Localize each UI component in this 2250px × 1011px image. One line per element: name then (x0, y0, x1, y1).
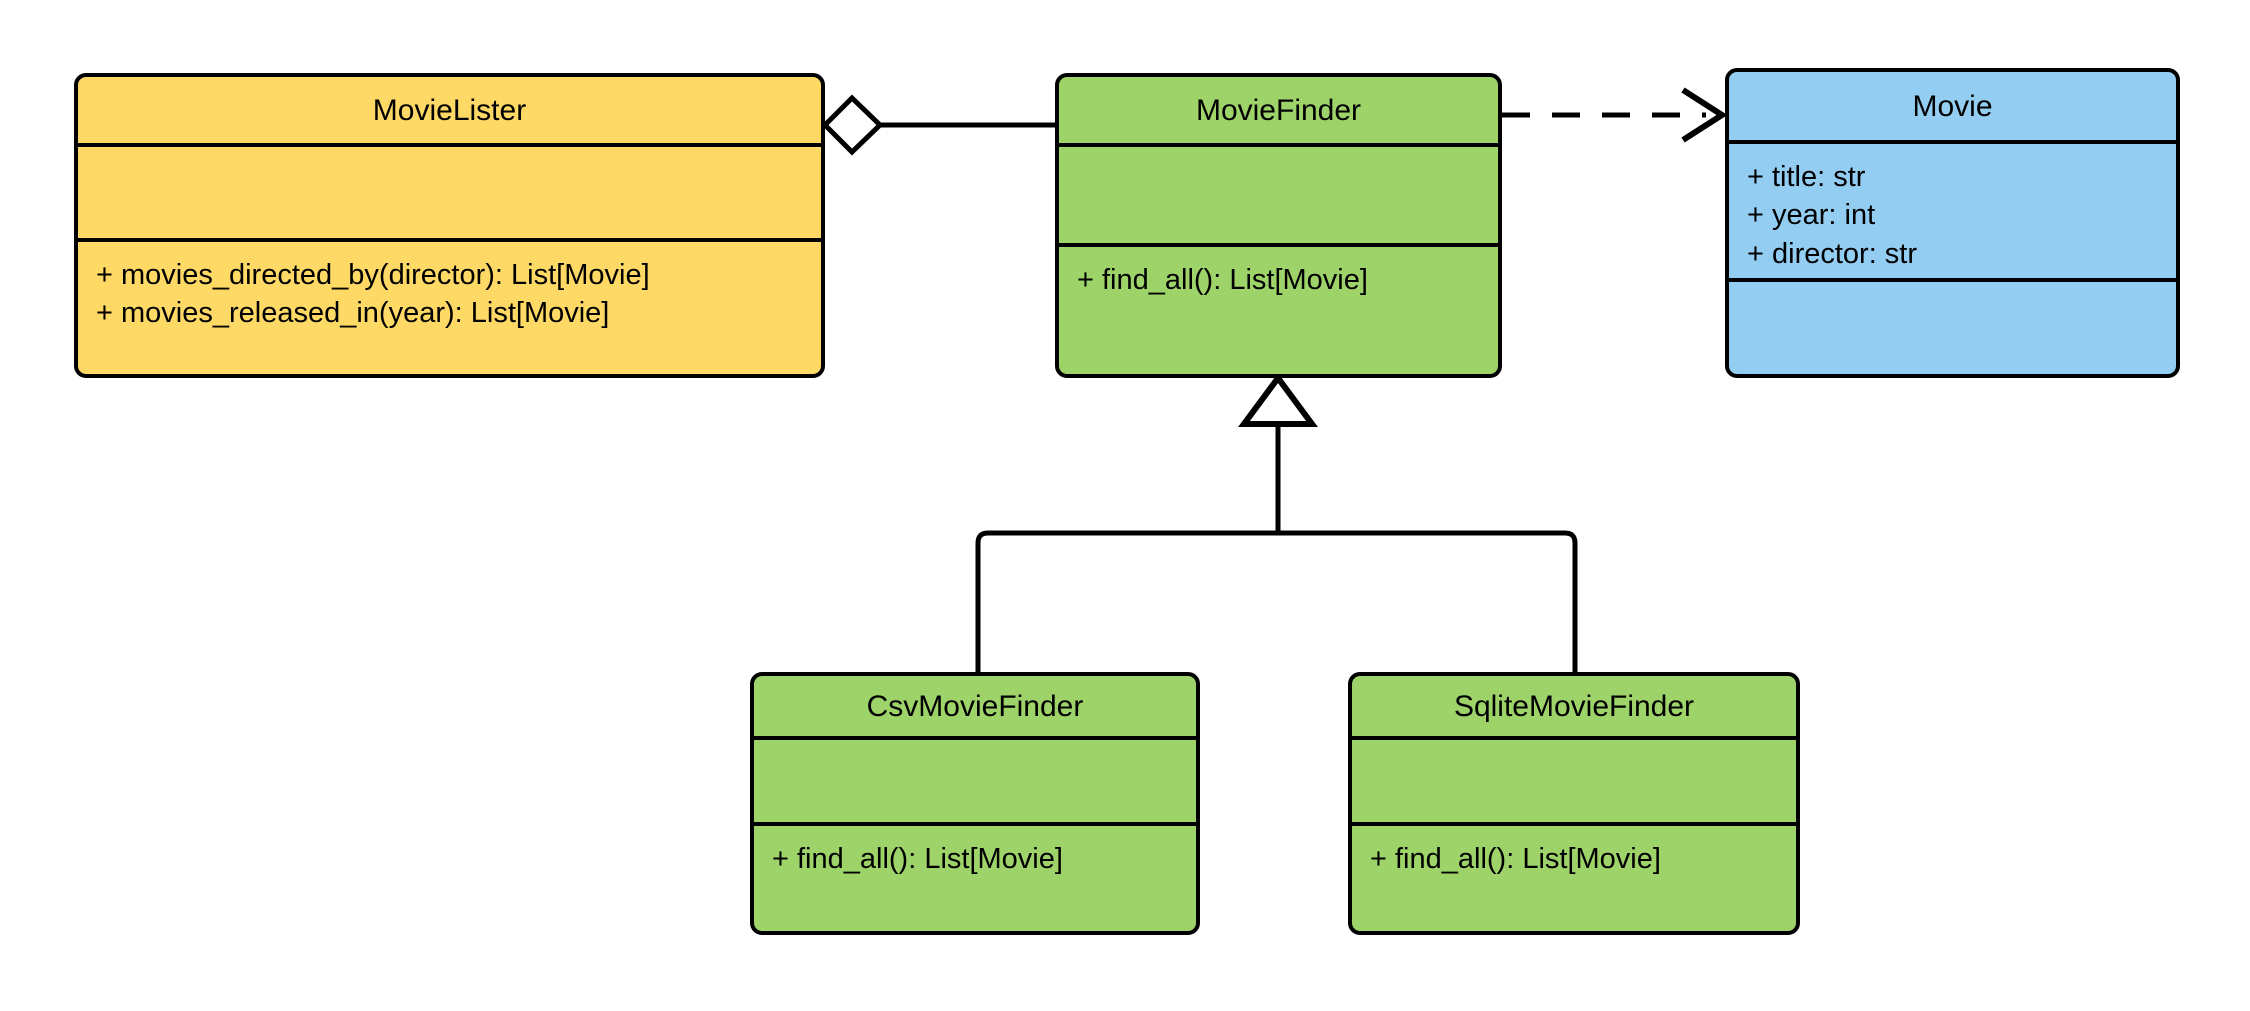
class-name-compartment: MovieLister (78, 77, 821, 147)
class-attribute: + title: str (1747, 161, 1866, 193)
class-method: + movies_directed_by(director): List[Mov… (96, 259, 650, 291)
class-title-movie-finder: MovieFinder (1195, 93, 1362, 127)
class-name-compartment: CsvMovieFinder (754, 676, 1196, 740)
class-methods-compartment: + find_all(): List[Movie] (1352, 826, 1796, 931)
class-title-movie: Movie (1912, 89, 1993, 123)
class-method: + find_all(): List[Movie] (1077, 264, 1368, 296)
class-attributes-compartment (1352, 740, 1796, 826)
open-arrowhead-icon (1681, 87, 1728, 143)
class-box-movie-finder[interactable]: MovieFinder + find_all(): List[Movie] (1055, 73, 1502, 378)
dependency-edge-finder-movie (1502, 87, 1728, 143)
class-attribute: + director: str (1747, 237, 1918, 270)
generalization-branch-sqlite (1278, 530, 1578, 672)
class-title-sqlite-movie-finder: SqliteMovieFinder (1453, 689, 1695, 723)
class-title-movie-lister: MovieLister (372, 93, 527, 127)
class-box-sqlite-movie-finder[interactable]: SqliteMovieFinder + find_all(): List[Mov… (1348, 672, 1800, 935)
class-attributes-compartment (754, 740, 1196, 826)
class-box-csv-movie-finder[interactable]: CsvMovieFinder + find_all(): List[Movie] (750, 672, 1200, 935)
class-name-compartment: Movie (1729, 72, 2176, 144)
hollow-diamond-icon (821, 94, 884, 156)
class-method: + find_all(): List[Movie] (772, 843, 1063, 875)
class-attributes-compartment: + title: str + year: int + director: str (1729, 144, 2176, 282)
class-methods-compartment: + movies_directed_by(director): List[Mov… (78, 242, 821, 374)
class-methods-compartment (1729, 282, 2176, 374)
class-attributes-compartment (78, 147, 821, 242)
class-method: + find_all(): List[Movie] (1370, 843, 1661, 875)
class-name-compartment: SqliteMovieFinder (1352, 676, 1796, 740)
aggregation-edge-lister-finder (821, 94, 1055, 156)
class-box-movie[interactable]: Movie + title: str + year: int + directo… (1725, 68, 2180, 378)
class-methods-compartment: + find_all(): List[Movie] (754, 826, 1196, 931)
class-title-csv-movie-finder: CsvMovieFinder (866, 689, 1084, 723)
class-attributes-compartment (1059, 147, 1498, 247)
hollow-triangle-icon (1238, 372, 1318, 427)
class-attribute: + year: int (1747, 199, 1876, 232)
class-box-movie-lister[interactable]: MovieLister + movies_directed_by(directo… (74, 73, 825, 378)
class-name-compartment: MovieFinder (1059, 77, 1498, 147)
generalization-branch-csv (975, 530, 1278, 672)
class-methods-compartment: + find_all(): List[Movie] (1059, 247, 1498, 374)
generalization-edge-group (975, 372, 1578, 672)
class-method: + movies_released_in(year): List[Movie] (96, 297, 610, 330)
